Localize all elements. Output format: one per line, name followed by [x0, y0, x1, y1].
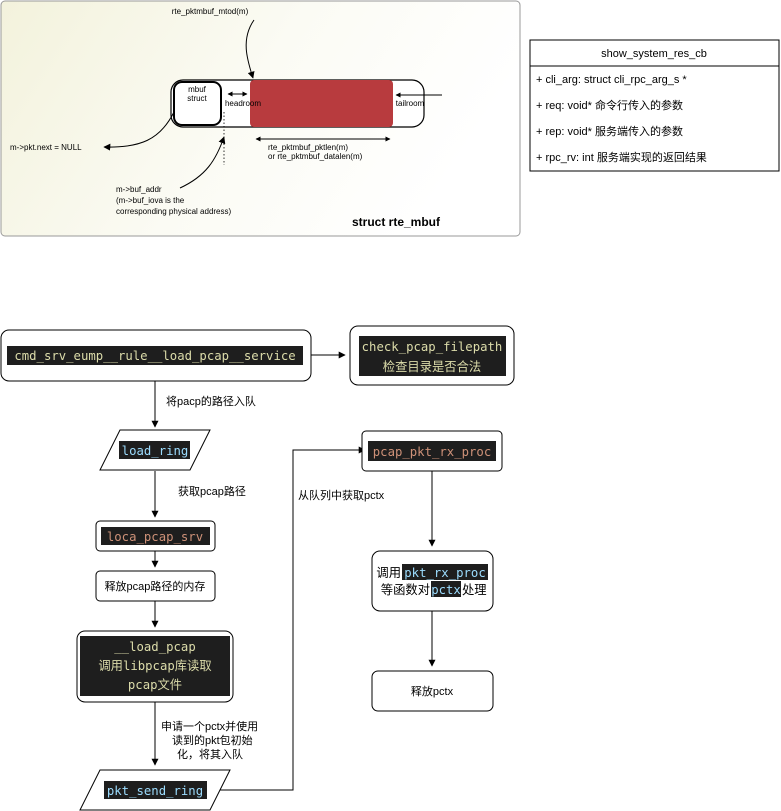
call-post2: 处理 — [462, 583, 487, 597]
rx-proc-code-bg — [368, 441, 496, 461]
mbuf-struct-line-2: struct — [187, 94, 207, 103]
class-field-rep: + rep: void* 服务端传入的参数 — [536, 124, 683, 138]
mbuf-struct-box — [173, 81, 222, 126]
edge-send-ring-to-rx-proc — [210, 446, 366, 791]
buf-addr-line-2: (m->buf_iova is the — [116, 196, 185, 205]
send-ring-label: pkt_send_ring — [107, 784, 203, 798]
call-fn: pkt_rx_proc — [404, 566, 485, 580]
call-pre1: 调用 — [376, 566, 401, 580]
rte-mbuf-panel: rte_pktmbuf_mtod(m) mbuf struct headroom… — [0, 0, 521, 237]
call-pre2: 等函数对 — [381, 582, 430, 597]
free-pctx-label: 释放pctx — [411, 684, 454, 698]
edge-alloc-line-2: 读到的pkt包初始 — [172, 733, 253, 747]
load-ring-label: load_ring — [122, 444, 189, 458]
mbuf-struct-line-1: mbuf — [188, 85, 207, 94]
free-pctx-node — [371, 670, 494, 712]
class-field-rpc-rv: + rpc_rv: int 服务端实现的返回结果 — [536, 150, 707, 164]
call-var-code-bg — [431, 581, 461, 597]
load-pcap-code-bg — [80, 636, 230, 696]
edge-get-path-label: 获取pcap路径 — [178, 485, 246, 498]
load-pcap-desc-1: 调用libpcap库读取 — [98, 658, 211, 673]
service-node-label: cmd_srv_eump__rule__load_pcap__service — [14, 349, 295, 363]
pktlen-line-2: or rte_pktmbuf_datalen(m) — [268, 152, 363, 161]
mtod-arrow — [245, 19, 255, 79]
rx-proc-label: pcap_pkt_rx_proc — [373, 445, 491, 459]
check-code-bg — [359, 336, 506, 376]
edge-get-pctx-label: 从队列中获取pctx — [298, 488, 385, 502]
service-code-bg — [7, 346, 303, 365]
class-box-frame — [529, 39, 780, 172]
flow-chart: 将pacp的路径入队 获取pcap路径 申请一个pctx并使用 读到的pkt包初… — [0, 325, 515, 811]
headroom-label: headroom — [225, 99, 261, 108]
buf-addr-arrow — [179, 136, 226, 189]
edge-alloc-line-3: 化，将其入队 — [177, 747, 243, 761]
class-field-cli-arg: + cli_arg: struct cli_rpc_arg_s * — [536, 74, 687, 86]
edge-enqueue-path-label: 将pacp的路径入队 — [166, 394, 256, 408]
check-node-fn: check_pcap_filepath — [362, 340, 503, 354]
call-var: pctx — [431, 583, 461, 597]
loca-srv-code-bg — [101, 527, 210, 545]
data-segment — [250, 80, 393, 127]
buf-addr-line-1: m->buf_addr — [116, 185, 162, 194]
mbuf-caption: struct rte_mbuf — [352, 215, 441, 229]
send-ring-code-bg — [104, 781, 207, 799]
load-pcap-desc-2: pcap文件 — [128, 677, 182, 692]
next-null-arrow — [103, 111, 175, 151]
class-box: show_system_res_cb + cli_arg: struct cli… — [529, 39, 780, 172]
loca-srv-label: loca_pcap_srv — [107, 530, 203, 544]
check-node-desc: 检查目录是否合法 — [383, 359, 481, 374]
buf-addr-line-3: corresponding physical address) — [116, 207, 232, 216]
edge-alloc-line-1: 申请一个pctx并使用 — [161, 719, 258, 733]
next-null-label: m->pkt.next = NULL — [10, 143, 82, 152]
load-pcap-fn: __load_pcap — [114, 640, 195, 654]
class-field-req: + req: void* 命令行传入的参数 — [536, 98, 683, 112]
mtod-label: rte_pktmbuf_mtod(m) — [172, 7, 249, 16]
free-path-label: 释放pcap路径的内存 — [105, 579, 206, 593]
class-title: show_system_res_cb — [601, 48, 707, 60]
load-ring-code-bg — [119, 441, 190, 459]
call-fn-code-bg — [402, 564, 488, 580]
tailroom-label: tailroom — [396, 99, 425, 108]
pktlen-line-1: rte_pktmbuf_pktlen(m) — [268, 143, 348, 152]
free-path-node — [95, 570, 216, 602]
